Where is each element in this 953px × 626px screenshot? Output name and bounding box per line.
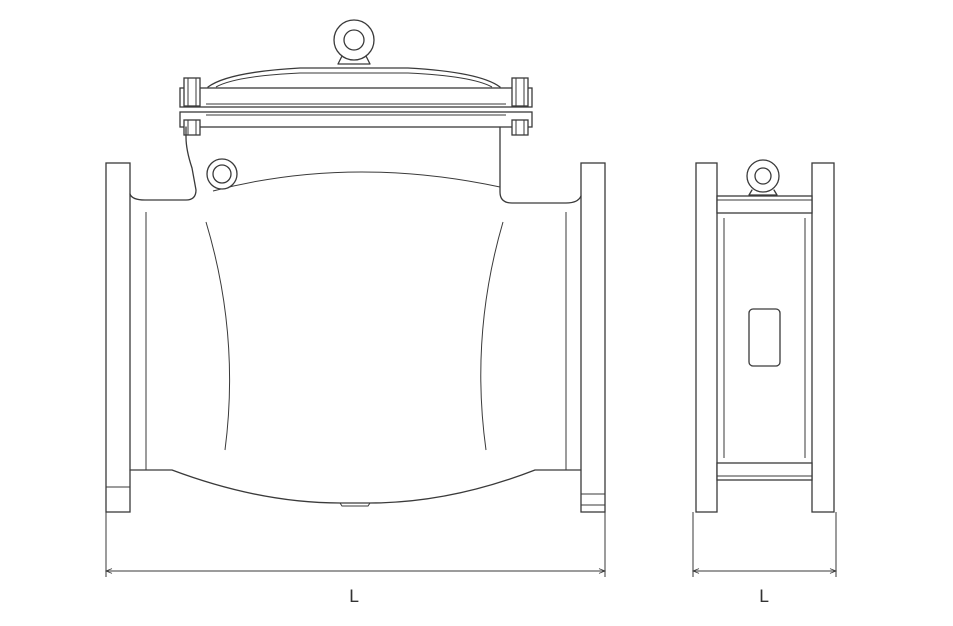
cover-bolt (183, 77, 201, 136)
side-flange-left (695, 162, 718, 513)
valve-body (129, 126, 582, 504)
cover-flange (179, 87, 533, 128)
bonnet-dome (207, 67, 501, 88)
side-lifting-eye (746, 159, 780, 196)
side-dimension (691, 512, 838, 577)
side-boss (206, 158, 238, 190)
side-nameplate (748, 308, 781, 367)
right-flange (580, 162, 606, 513)
lifting-eye (333, 19, 375, 65)
side-flange-right (811, 162, 835, 513)
front-view (104, 19, 607, 577)
front-dimension-label: L (349, 587, 359, 607)
side-body (716, 195, 813, 481)
cover-bolt (511, 77, 529, 136)
side-dimension-label: L (759, 587, 769, 607)
side-view (691, 159, 838, 577)
front-dimension (104, 512, 607, 577)
left-flange (105, 162, 131, 513)
